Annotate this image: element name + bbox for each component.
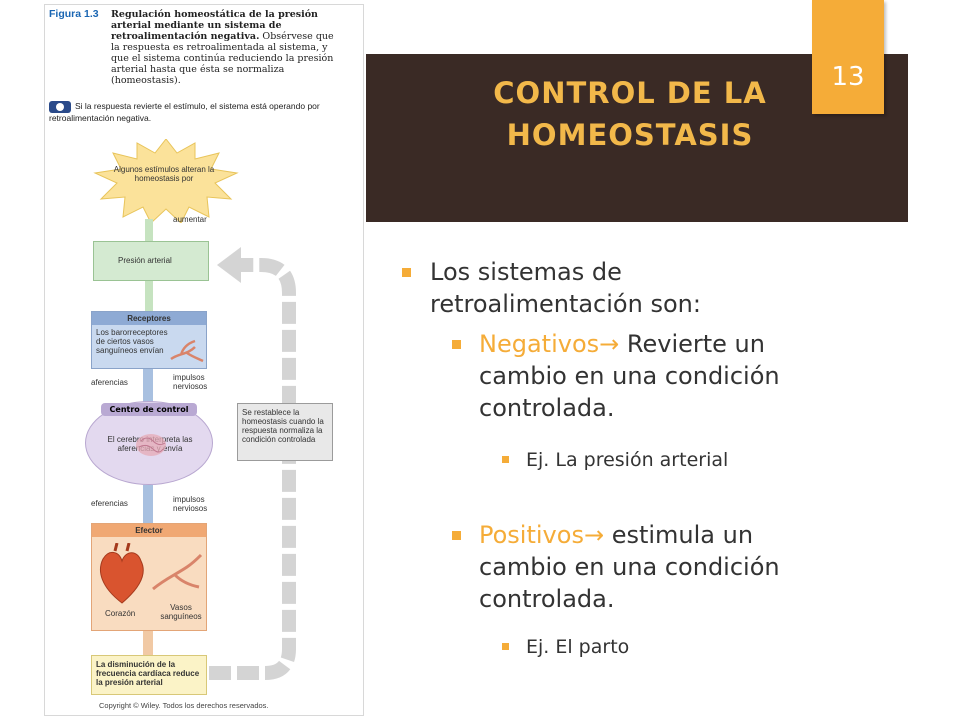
- bullet-positive: Positivos→ estimula un cambio en una con…: [479, 519, 899, 615]
- stimulus-text: Algunos estímulos alteran la homeostasis…: [113, 165, 215, 183]
- slide-number: 13: [831, 62, 865, 92]
- restore-text: Se restablece la homeostasis cuando la r…: [242, 408, 324, 444]
- positive-word: Positivos: [479, 521, 584, 549]
- positive-example: Ej. El parto: [526, 636, 630, 658]
- feedback-loop-arrow: [209, 247, 296, 680]
- slide-title-line2: HOMEOSTASIS: [506, 118, 754, 152]
- heart-label: Corazón: [105, 609, 136, 618]
- restore-box: Se restablece la homeostasis cuando la r…: [237, 403, 333, 461]
- receptors-title: Receptores: [92, 312, 206, 325]
- controlled-condition-label: Presión arterial: [118, 256, 172, 265]
- nerve-impulses-label-2: impulsos nerviosos: [173, 495, 208, 513]
- receptors-box: Receptores Los barorreceptores de cierto…: [91, 311, 207, 369]
- figure-header: Figura 1.3 Regulación homeostática de la …: [49, 8, 359, 87]
- bullet-level1-line2: retroalimentación son:: [430, 290, 701, 318]
- heart-icon: [99, 543, 144, 604]
- receptors-text: Los barorreceptores de ciertos vasos san…: [96, 328, 168, 355]
- negative-line1: Negativos→ Revierte un: [479, 328, 899, 360]
- negative-line2: cambio en una condición: [479, 362, 780, 390]
- bullet-marker-positive: [452, 531, 461, 540]
- bullet-level1: Los sistemas de retroalimentación son:: [430, 256, 701, 320]
- homeostasis-figure: Figura 1.3 Regulación homeostática de la …: [44, 4, 364, 716]
- arrow-shaft-5: [143, 631, 153, 655]
- slide-title-line1: CONTROL DE LA: [493, 76, 767, 110]
- response-text: La disminución de la frecuencia cardíaca…: [96, 660, 200, 687]
- positive-line1-rest: estimula un: [604, 521, 754, 549]
- figure-note: Si la respuesta revierte el estímulo, el…: [49, 101, 349, 123]
- positive-arrow-icon: →: [583, 521, 605, 549]
- afferents-label: aferencias: [91, 378, 128, 387]
- negative-word: Negativos: [479, 330, 600, 358]
- arrow-shaft-3: [143, 369, 153, 403]
- brain-icon: [136, 434, 166, 456]
- stimulus-starburst: [93, 139, 239, 223]
- negative-line3: controlada.: [479, 394, 615, 422]
- receptor-nerve-icon: [170, 339, 204, 363]
- bullet-marker-positive-example: [502, 643, 509, 650]
- arrow-shaft-1: [145, 219, 153, 243]
- vessels-label: Vasos sanguíneos: [160, 603, 202, 621]
- controlled-condition-box: Presión arterial: [93, 241, 209, 281]
- blood-vessels-icon: [152, 553, 203, 591]
- positive-line1: Positivos→ estimula un: [479, 519, 899, 551]
- efferents-label: eferencias: [91, 499, 128, 508]
- negative-line1-rest: Revierte un: [619, 330, 765, 358]
- eye-icon: [49, 101, 71, 113]
- positive-line2: cambio en una condición: [479, 553, 780, 581]
- effector-title: Efector: [92, 524, 206, 537]
- negative-arrow-icon: →: [599, 330, 620, 358]
- positive-line3: controlada.: [479, 585, 615, 613]
- negative-example: Ej. La presión arterial: [526, 449, 729, 471]
- figure-copyright: Copyright © Wiley. Todos los derechos re…: [99, 701, 269, 710]
- starburst-shape: [93, 139, 239, 223]
- figure-note-text: Si la respuesta revierte el estímulo, el…: [49, 101, 320, 123]
- figure-caption: Regulación homeostática de la presión ar…: [111, 9, 345, 86]
- bullet-marker-negative: [452, 340, 461, 349]
- bullet-level1-line1: Los sistemas de: [430, 258, 622, 286]
- slide-number-tab: [812, 0, 884, 114]
- figure-label: Figura 1.3: [49, 8, 99, 20]
- figure-caption-text: Obsérvese que la respuesta es retroalime…: [111, 31, 334, 86]
- arrow-shaft-2: [145, 281, 153, 311]
- bullet-marker-negative-example: [502, 456, 509, 463]
- control-center-title: Centro de control: [101, 403, 197, 416]
- nerve-impulses-label-1: impulsos nerviosos: [173, 373, 208, 391]
- bullet-marker-1: [402, 268, 411, 277]
- response-box: La disminución de la frecuencia cardíaca…: [91, 655, 207, 695]
- increase-label: aumentar: [173, 215, 207, 224]
- slide-title: CONTROL DE LA HOMEOSTASIS: [430, 72, 830, 156]
- bullet-negative: Negativos→ Revierte un cambio en una con…: [479, 328, 899, 424]
- figure-caption-bold: Regulación homeostática de la presión ar…: [111, 9, 318, 42]
- arrow-shaft-4: [143, 485, 153, 525]
